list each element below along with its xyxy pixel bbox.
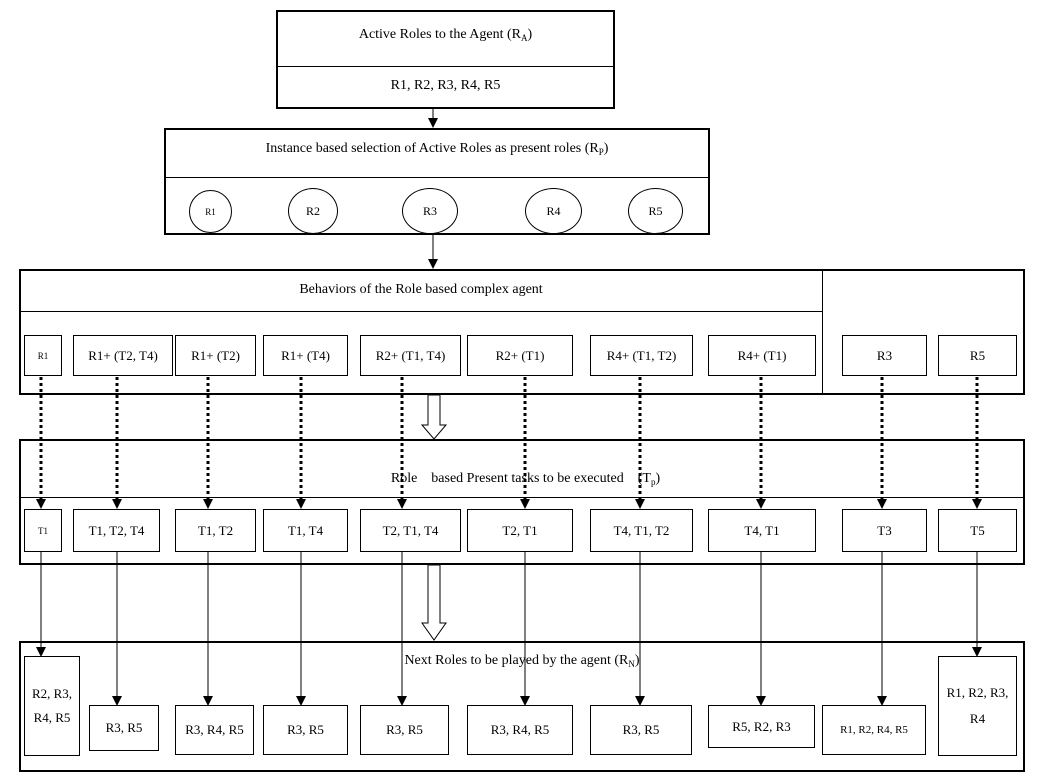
next-role-box: R1, R2, R3, R4 — [938, 656, 1017, 756]
behavior-box: R4+ (T1) — [708, 335, 816, 376]
task-box: T1 — [24, 509, 62, 552]
next-roles-panel — [19, 641, 1025, 772]
active-roles-divider — [277, 66, 614, 67]
behavior-box: R1+ (T2) — [175, 335, 256, 376]
task-box: T1, T4 — [263, 509, 348, 552]
present-role-circle: R3 — [402, 188, 458, 234]
tasks-panel — [19, 439, 1025, 565]
next-role-box: R3, R4, R5 — [175, 705, 254, 755]
next-role-box: R3, R5 — [89, 705, 159, 751]
present-roles-panel — [164, 128, 710, 235]
task-box: T4, T1, T2 — [590, 509, 693, 552]
tasks-divider — [20, 497, 1024, 498]
task-box: T2, T1, T4 — [360, 509, 461, 552]
active-roles-title: Active Roles to the Agent (RA) — [358, 27, 533, 43]
active-roles-value: R1, R2, R3, R4, R5 — [390, 78, 501, 93]
tasks-title: Role based Present tasks to be executed … — [390, 471, 661, 487]
next-role-box: R3, R5 — [360, 705, 449, 755]
behavior-box: R5 — [938, 335, 1017, 376]
next-roles-title: Next Roles to be played by the agent (RN… — [404, 653, 640, 669]
task-box: T5 — [938, 509, 1017, 552]
task-box: T1, T2, T4 — [73, 509, 160, 552]
hollow-arrow-behaviors-to-tasks — [420, 394, 448, 440]
present-roles-title: Instance based selection of Active Roles… — [265, 141, 609, 157]
behavior-box: R2+ (T1, T4) — [360, 335, 461, 376]
task-box: T3 — [842, 509, 927, 552]
present-role-circle: R5 — [628, 188, 683, 234]
behaviors-panel — [19, 269, 1025, 395]
behaviors-divider — [20, 311, 822, 312]
task-box: T2, T1 — [467, 509, 573, 552]
behaviors-vertical-divider — [822, 270, 823, 394]
next-role-box: R3, R4, R5 — [467, 705, 573, 755]
behaviors-title: Behaviors of the Role based complex agen… — [299, 282, 543, 297]
next-role-box: R5, R2, R3 — [708, 705, 815, 748]
behavior-box: R1+ (T2, T4) — [73, 335, 173, 376]
behavior-box: R1+ (T4) — [263, 335, 348, 376]
task-box: T1, T2 — [175, 509, 256, 552]
behavior-box: R4+ (T1, T2) — [590, 335, 693, 376]
active-roles-panel — [276, 10, 615, 109]
behavior-box: R1 — [24, 335, 62, 376]
behavior-box: R2+ (T1) — [467, 335, 573, 376]
hollow-arrow-tasks-to-next — [421, 564, 447, 641]
present-role-circle: R2 — [288, 188, 338, 234]
task-box: T4, T1 — [708, 509, 816, 552]
next-role-box: R3, R5 — [590, 705, 692, 755]
present-roles-divider — [165, 177, 709, 178]
next-role-box: R1, R2, R4, R5 — [822, 705, 926, 755]
behavior-box: R3 — [842, 335, 927, 376]
next-role-box: R3, R5 — [263, 705, 348, 755]
next-role-box: R2, R3, R4, R5 — [24, 656, 80, 756]
present-role-circle: R4 — [525, 188, 582, 234]
present-role-circle: R1 — [189, 190, 232, 233]
